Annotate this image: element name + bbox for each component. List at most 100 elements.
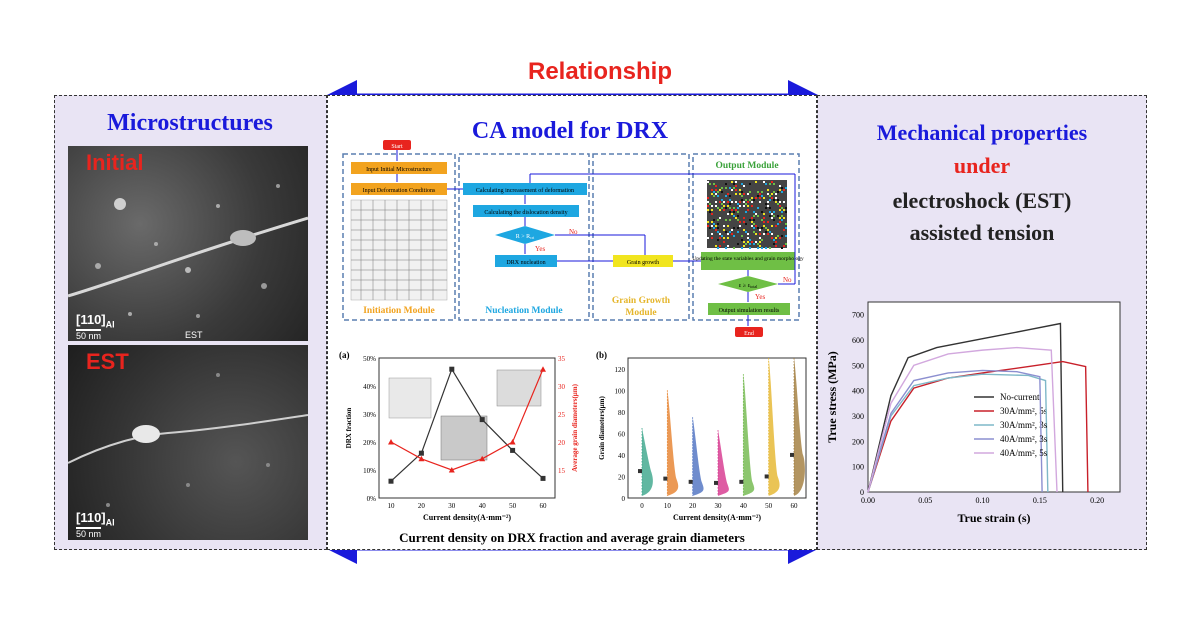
noise-dot [751, 201, 753, 203]
noise-dot [727, 237, 729, 239]
chart-a-y2tick: 20 [558, 439, 566, 447]
noise-dot [775, 241, 777, 243]
chart-a-xtick: 60 [540, 502, 548, 510]
noise-dot [751, 217, 753, 219]
chart-a-point [388, 478, 394, 484]
tem-texture-est [68, 373, 308, 507]
noise-dot [741, 239, 743, 241]
noise-dot [755, 213, 757, 215]
noise-dot [715, 201, 717, 203]
noise-dot [783, 229, 785, 231]
noise-dot [729, 187, 731, 189]
noise-dot [759, 229, 761, 231]
inset-grain-10 [388, 377, 432, 419]
chart-a-xlabel: Current density(A·mm⁻²) [423, 513, 511, 522]
chart-a-point [479, 417, 485, 423]
initiation-module-label: Initiation Module [363, 306, 435, 316]
noise-dot [773, 215, 775, 217]
noise-dot [739, 221, 741, 223]
noise-dot [771, 197, 773, 199]
noise-dot [771, 193, 773, 195]
output-module-box [692, 153, 800, 321]
noise-dot [781, 219, 783, 221]
noise-dot [781, 207, 783, 209]
chart-c-legend-label: No-current [1000, 392, 1040, 402]
noise-dot [721, 191, 723, 193]
chart-b-violin [718, 430, 729, 496]
noise-dot [729, 231, 731, 233]
noise-dot [715, 193, 717, 195]
noise-dot [707, 237, 709, 239]
chart-c-legend-label: 40A/mm², 3s [1000, 434, 1048, 444]
tem-image-est: EST [110]Al 50 nm [68, 345, 308, 540]
noise-dot [741, 247, 743, 249]
noise-dot [783, 245, 785, 247]
chart-b-xtick: 40 [740, 502, 748, 510]
noise-dot [767, 221, 769, 223]
noise-dot [771, 233, 773, 235]
chart-b-ytick: 0 [622, 495, 626, 503]
chart-b-median [688, 479, 693, 484]
noise-dot [763, 213, 765, 215]
chart-b-violin [768, 358, 780, 496]
noise-dot [773, 243, 775, 245]
noise-dot [783, 189, 785, 191]
noise-dot [747, 205, 749, 207]
noise-dot [745, 199, 747, 201]
noise-dot [769, 211, 771, 213]
noise-dot [711, 209, 713, 211]
noise-dot [763, 225, 765, 227]
svg-text:DRX nucleation: DRX nucleation [506, 260, 545, 266]
chart-b-median [663, 476, 668, 481]
noise-dot [755, 197, 757, 199]
chart-c-xlabel: True strain (s) [957, 511, 1030, 525]
chart-b-ytick: 80 [618, 409, 626, 417]
noise-dot [761, 195, 763, 197]
svg-text:Yes: Yes [535, 245, 545, 253]
chart-a-xtick: 50 [509, 502, 516, 510]
noise-dot [761, 239, 763, 241]
noise-dot [719, 233, 721, 235]
ca-model-title: CA model for DRX [471, 118, 669, 144]
noise-dot [723, 241, 725, 243]
noise-dot [763, 233, 765, 235]
chart-a-series-1 [390, 368, 544, 471]
chart-c-series-1 [867, 360, 1089, 493]
noise-dot [717, 195, 719, 197]
noise-dot [761, 211, 763, 213]
noise-dot [749, 183, 751, 185]
noise-dot [769, 247, 771, 249]
noise-dot [717, 231, 719, 233]
noise-dot [767, 201, 769, 203]
noise-dot [743, 245, 745, 247]
noise-dot [707, 225, 709, 227]
noise-dot [749, 199, 751, 201]
chart-a-point [448, 467, 455, 473]
svg-text:ε ≥ εtotal: ε ≥ εtotal [739, 283, 758, 289]
noise-dot [753, 227, 755, 229]
chart-c-series-4 [867, 346, 1058, 493]
noise-dot [731, 229, 733, 231]
noise-dot [781, 211, 783, 213]
noise-dot [779, 217, 781, 219]
noise-dot [765, 203, 767, 205]
noise-dot [761, 219, 763, 221]
noise-dot [749, 239, 751, 241]
noise-dot [723, 209, 725, 211]
noise-dot [717, 207, 719, 209]
chart-b-median [714, 480, 718, 485]
noise-dot [775, 245, 777, 247]
noise-dot [731, 181, 733, 183]
svg-text:Yes: Yes [755, 293, 765, 301]
noise-dot [713, 183, 715, 185]
noise-dot [761, 227, 763, 229]
noise-dot [721, 235, 723, 237]
noise-dot [735, 185, 737, 187]
chart-b-xtick: 30 [715, 502, 723, 510]
noise-dot [771, 237, 773, 239]
noise-dot [717, 227, 719, 229]
chart-a-point [418, 455, 425, 462]
noise-dot [767, 233, 769, 235]
chart-a-ytick: 30% [363, 411, 376, 419]
noise-dot [725, 231, 727, 233]
